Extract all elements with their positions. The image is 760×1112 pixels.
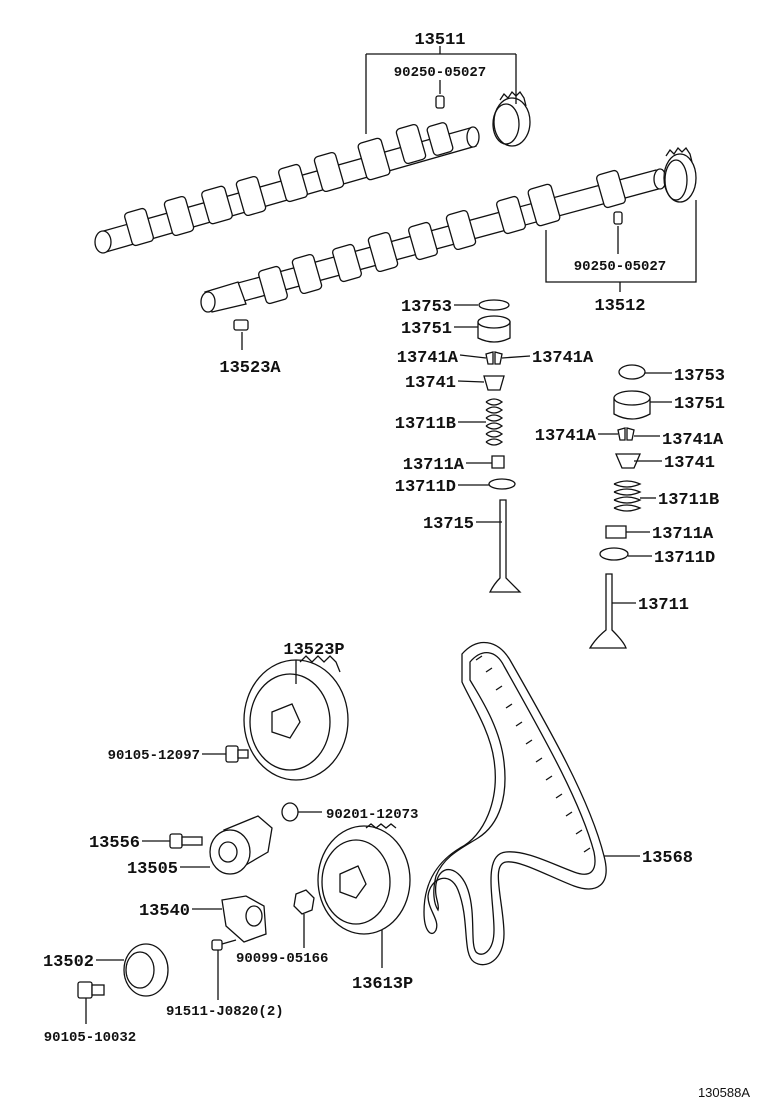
camshaft-leader-lines (241, 46, 697, 350)
camshaft-lower-drawing (200, 168, 667, 313)
label-keeper-right-2: 13741A (662, 431, 724, 450)
label-plug: 13523A (219, 359, 281, 378)
cam-gear-lower-drawing (663, 146, 697, 203)
camshaft-upper-drawing (94, 122, 480, 254)
label-idler-pulley-bolt: 90105-10032 (44, 1030, 136, 1046)
label-stud-bolt: 91511-J0820(2) (166, 1004, 284, 1020)
label-retainer-right: 13741 (664, 454, 715, 473)
label-tensioner-bracket: 13540 (139, 902, 190, 921)
valve-stack-left-drawing (477, 299, 522, 593)
washer-seal-drawing (281, 802, 322, 822)
label-camshaft-exhaust: 13511 (414, 31, 465, 50)
pulley-bolt-drawing (225, 745, 249, 763)
label-washer-seal: 90201-12073 (326, 807, 418, 823)
label-valve-exhaust: 13715 (423, 515, 474, 534)
idler-pulley-bolt-drawing (77, 981, 105, 1024)
cam-pulley-leaders (202, 660, 297, 755)
plug-drawing (233, 319, 249, 331)
label-lifter-right: 13751 (674, 395, 725, 414)
label-cam-pulley: 13523P (283, 641, 344, 660)
label-spring-right: 13711B (658, 491, 719, 510)
label-shim-left: 13753 (401, 298, 452, 317)
illustration-reference-code: 130588A (697, 1085, 750, 1100)
label-keeper-left-2: 13741A (532, 349, 594, 368)
label-seat-right: 13711A (652, 525, 714, 544)
tensioner-drawing (180, 815, 273, 875)
label-timing-belt: 13568 (642, 849, 693, 868)
tensioner-bracket-drawing (192, 895, 267, 943)
label-washer-left: 13711D (395, 478, 456, 497)
label-retainer-left: 13741 (405, 374, 456, 393)
valve-stack-right-leaders (598, 372, 672, 604)
label-knock-pin-upper: 90250-05027 (394, 65, 486, 81)
label-camshaft-intake: 13512 (594, 297, 645, 316)
nut-drawing (293, 889, 315, 948)
label-spring-left: 13711B (395, 415, 456, 434)
label-seat-left: 13711A (403, 456, 465, 475)
idler-pulley-drawing (96, 943, 169, 997)
label-valve-intake: 13711 (638, 596, 689, 615)
valve-stack-left-leaders (454, 304, 531, 523)
label-keeper-right-1: 13741A (535, 427, 597, 446)
label-nut: 90099-05166 (236, 951, 328, 967)
label-lifter-left: 13751 (401, 320, 452, 339)
knock-pin-upper-drawing (435, 95, 445, 109)
label-washer-right: 13711D (654, 549, 715, 568)
label-idler-pulley: 13502 (43, 953, 94, 972)
valve-stack-right-drawing (588, 364, 651, 649)
knock-pin-lower-drawing (613, 211, 623, 225)
label-keeper-left-1: 13741A (397, 349, 459, 368)
label-tensioner: 13505 (127, 860, 178, 879)
label-knock-pin-lower: 90250-05027 (574, 259, 666, 275)
idler-bolt-drawing (142, 833, 203, 849)
cam-gear-upper-drawing (492, 90, 531, 147)
stud-bolt-drawing (211, 939, 237, 1000)
label-shim-right: 13753 (674, 367, 725, 386)
crank-pulley-drawing (317, 823, 411, 968)
timing-belt-drawing (423, 641, 640, 966)
label-pulley-bolt: 90105-12097 (108, 748, 200, 764)
label-crank-pulley: 13613P (352, 975, 413, 994)
label-idler-bolt: 13556 (89, 834, 140, 853)
